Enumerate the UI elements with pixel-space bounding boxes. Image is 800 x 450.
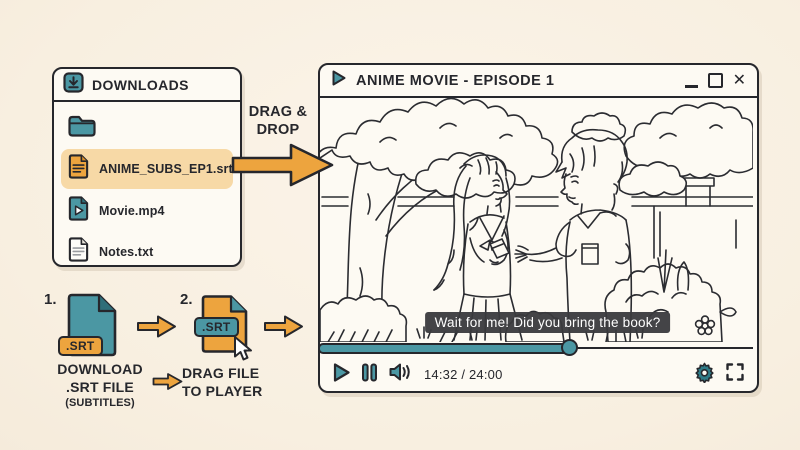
downloads-window-title: DOWNLOADS bbox=[92, 76, 189, 93]
maximize-icon[interactable] bbox=[707, 73, 723, 88]
close-icon[interactable]: ✕ bbox=[732, 71, 746, 89]
progress-bar[interactable] bbox=[318, 339, 753, 356]
file-row-subtitle-file[interactable]: ANIME_SUBS_EP1.srt bbox=[61, 149, 233, 189]
progress-remaining bbox=[574, 347, 753, 349]
player-control-bar: 14:32 / 24:00 bbox=[320, 358, 757, 391]
srt-badge: .SRT bbox=[194, 317, 239, 337]
progress-fill bbox=[318, 343, 569, 354]
downloads-window: DOWNLOADS ANIME_ bbox=[52, 67, 242, 267]
step-1-caption: DOWNLOAD .SRT FILE (SUBTITLES) bbox=[57, 361, 143, 410]
player-window-title: ANIME MOVIE - EPISODE 1 bbox=[356, 72, 555, 89]
volume-icon[interactable] bbox=[388, 362, 412, 387]
video-player-window: ANIME MOVIE - EPISODE 1 ✕ bbox=[318, 63, 759, 393]
video-file-icon bbox=[67, 195, 90, 227]
file-row-video-file[interactable]: Movie.mp4 bbox=[61, 192, 233, 230]
step-1-srt-file-icon: .SRT bbox=[58, 291, 120, 364]
video-scene-illustration bbox=[320, 98, 753, 342]
video-viewport: Wait for me! Did you bring the book? bbox=[320, 98, 753, 342]
step-2-srt-file-icon: .SRT bbox=[194, 293, 252, 361]
drag-drop-label: DRAG & DROP bbox=[248, 104, 308, 139]
step-1-number: 1. bbox=[44, 291, 57, 308]
pause-button[interactable] bbox=[361, 362, 378, 388]
file-row-text-file[interactable]: Notes.txt bbox=[61, 233, 233, 271]
step-2-number: 2. bbox=[180, 291, 193, 308]
drag-drop-arrow-icon bbox=[230, 141, 336, 194]
folder-icon bbox=[67, 113, 97, 143]
file-label: Movie.mp4 bbox=[99, 204, 165, 218]
file-row-folder[interactable] bbox=[61, 110, 233, 146]
step-2-caption: DRAG FILE TO PLAYER bbox=[182, 365, 263, 400]
cursor-icon bbox=[231, 335, 255, 368]
downloads-titlebar: DOWNLOADS bbox=[54, 69, 240, 102]
caption-arrow-icon bbox=[152, 371, 184, 397]
srt-document-icon bbox=[67, 153, 90, 185]
play-logo-icon bbox=[331, 69, 347, 92]
settings-gear-icon[interactable] bbox=[694, 362, 715, 388]
video-subtitle-text: Wait for me! Did you bring the book? bbox=[424, 312, 671, 333]
step-arrow-icon bbox=[263, 313, 305, 345]
play-button[interactable] bbox=[332, 362, 351, 388]
minimize-icon[interactable] bbox=[684, 73, 698, 88]
step-arrow-icon bbox=[136, 313, 178, 345]
file-label: Notes.txt bbox=[99, 245, 154, 259]
file-label: ANIME_SUBS_EP1.srt bbox=[99, 162, 233, 176]
progress-knob[interactable] bbox=[560, 339, 578, 356]
srt-badge: .SRT bbox=[58, 336, 103, 356]
fullscreen-icon[interactable] bbox=[725, 362, 745, 387]
text-document-icon bbox=[67, 236, 90, 268]
download-icon bbox=[63, 71, 84, 98]
playback-time: 14:32 / 24:00 bbox=[424, 367, 503, 382]
player-titlebar: ANIME MOVIE - EPISODE 1 ✕ bbox=[320, 65, 757, 98]
